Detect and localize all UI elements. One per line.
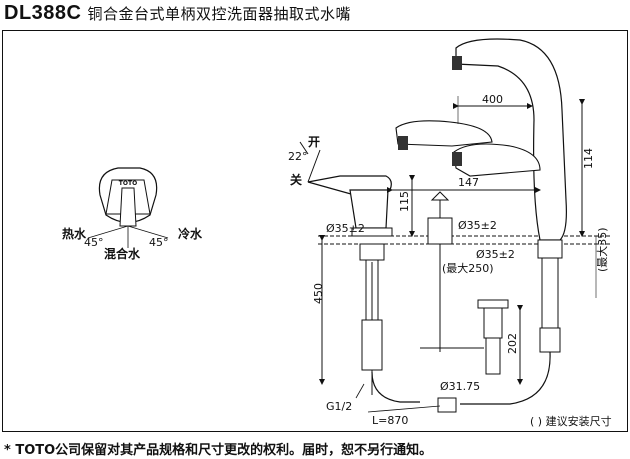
hose-length: L=870	[372, 414, 408, 427]
mixer-body: 开 关 22°	[288, 135, 420, 403]
dimensions: 400 114 147 115 450 (最大250) 202 (最大35) Ø…	[312, 93, 612, 428]
counter-top	[318, 235, 612, 245]
dim-max35: (最大35)	[595, 227, 609, 272]
dim-114: 114	[582, 148, 595, 169]
popup-rod	[420, 191, 470, 352]
installation-note: ( ) 建议安装尺寸	[530, 414, 612, 428]
drawing-frame	[2, 30, 628, 432]
model-number: DL388C	[4, 2, 82, 24]
open-label: 开	[308, 135, 320, 149]
tilt-angle-label: 22°	[288, 150, 308, 163]
drain-assembly	[468, 299, 509, 375]
hole-dia-mid: Ø35±2	[458, 219, 497, 232]
footnote: * TOTO公司保留对其产品规格和尺寸更改的权利。届时，恕不另行通知。	[4, 443, 433, 458]
handle-top-view: TOTO 热水 冷水 混合水 45° 45°	[62, 167, 203, 261]
dim-202: 202	[506, 333, 519, 354]
hole-dia-left: Ø35±2	[326, 222, 365, 235]
angle-right-label: 45°	[149, 236, 169, 249]
dim-115: 115	[398, 191, 411, 212]
dim-max250: (最大250)	[442, 261, 494, 275]
hot-water-label: 热水	[62, 226, 87, 241]
drain-diameter: Ø31.75	[440, 380, 480, 393]
dim-450: 450	[312, 283, 325, 304]
hole-dia-right: Ø35±2	[476, 248, 515, 261]
product-description: 铜合金台式单柄双控洗面器抽取式水嘴	[87, 5, 351, 23]
dim-400: 400	[482, 93, 503, 106]
handle-brand: TOTO	[119, 180, 137, 187]
mixed-water-label: 混合水	[104, 246, 141, 261]
cold-water-label: 冷水	[178, 226, 203, 241]
dim-147: 147	[458, 176, 479, 189]
thread-size: G1/2	[326, 400, 352, 413]
angle-left-label: 45°	[84, 236, 104, 249]
page-title: DL388C 铜合金台式单柄双控洗面器抽取式水嘴	[4, 2, 351, 25]
close-label: 关	[290, 172, 302, 187]
